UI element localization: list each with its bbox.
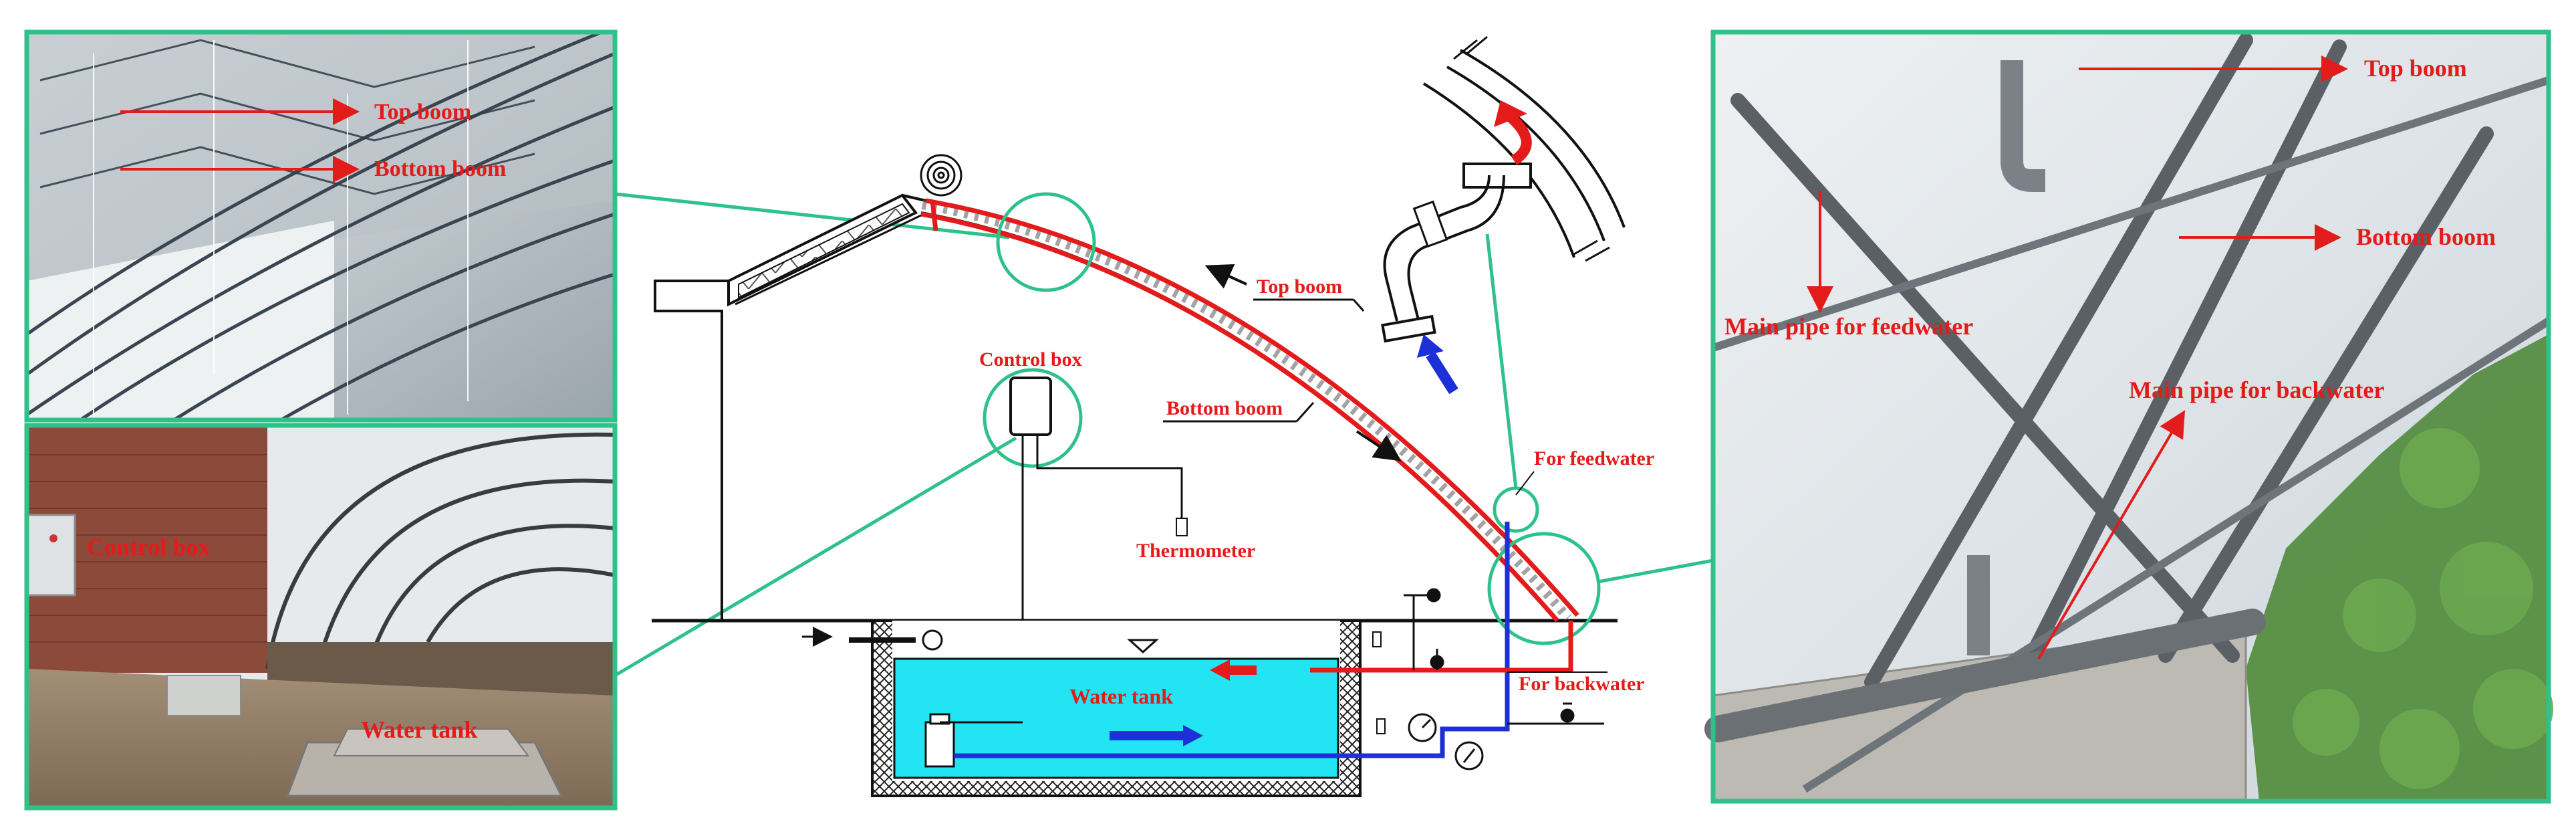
schematic-water-tank-label: Water tank bbox=[1069, 684, 1173, 708]
water-level-icon bbox=[1127, 639, 1159, 654]
schematic-top-boom-label: Top boom bbox=[1257, 276, 1342, 298]
backwater-pipe-label: Main pipe for backwater bbox=[2129, 377, 2384, 403]
callout-lines bbox=[614, 192, 1714, 677]
pump-icon bbox=[924, 721, 955, 768]
thermometer-icon bbox=[1176, 518, 1188, 536]
water-tank-label: Water tank bbox=[361, 716, 477, 743]
blue-flow-arrow-icon bbox=[1417, 334, 1444, 358]
schematic-thermometer-label: Thermometer bbox=[1136, 540, 1255, 562]
pressure-gauge-icon bbox=[1408, 713, 1484, 770]
feed-pipe bbox=[954, 522, 1510, 758]
right-bottom-boom-label: Bottom boom bbox=[2356, 223, 2496, 250]
bottom-boom-label: Bottom boom bbox=[374, 156, 506, 181]
right-top-boom-label: Top boom bbox=[2364, 55, 2467, 82]
schematic-backwater-label: For backwater bbox=[1519, 673, 1645, 695]
insulation-roll-icon bbox=[920, 154, 962, 197]
photo-right: Top boom Bottom boom Main pipe for feedw… bbox=[1704, 29, 2553, 804]
schematic-bottom-boom-label: Bottom boom bbox=[1166, 397, 1283, 419]
red-flow-arrow-icon bbox=[1494, 100, 1527, 127]
schematic-feedwater-label: For feedwater bbox=[1534, 447, 1654, 469]
control-box-symbol bbox=[1009, 377, 1052, 436]
greenhouse-schematic: Top boom Bottom boom Control box Thermom… bbox=[652, 154, 1654, 797]
feedwater-pipe-label: Main pipe for feedwater bbox=[1724, 313, 1973, 340]
return-pipe bbox=[1310, 621, 1573, 673]
bottom-boom-pipe bbox=[920, 211, 1559, 623]
main-pipe bbox=[1704, 609, 2266, 742]
top-boom-pipe bbox=[925, 198, 1579, 617]
control-box-photo bbox=[27, 514, 76, 597]
globe-valve-icon bbox=[1430, 649, 1444, 670]
float-valve-icon bbox=[922, 629, 943, 651]
control-box-label: Control box bbox=[87, 534, 210, 560]
schematic-control-box-label: Control box bbox=[979, 348, 1082, 371]
top-boom-label: Top boom bbox=[374, 100, 471, 124]
photo-bottom-left: Control box Water tank bbox=[24, 423, 618, 811]
photo-top-left: Top boom Bottom boom bbox=[24, 29, 618, 423]
water-tank-fill bbox=[893, 657, 1339, 779]
elbow-detail bbox=[1381, 35, 1626, 395]
drain-valve-icon bbox=[1407, 594, 1604, 725]
